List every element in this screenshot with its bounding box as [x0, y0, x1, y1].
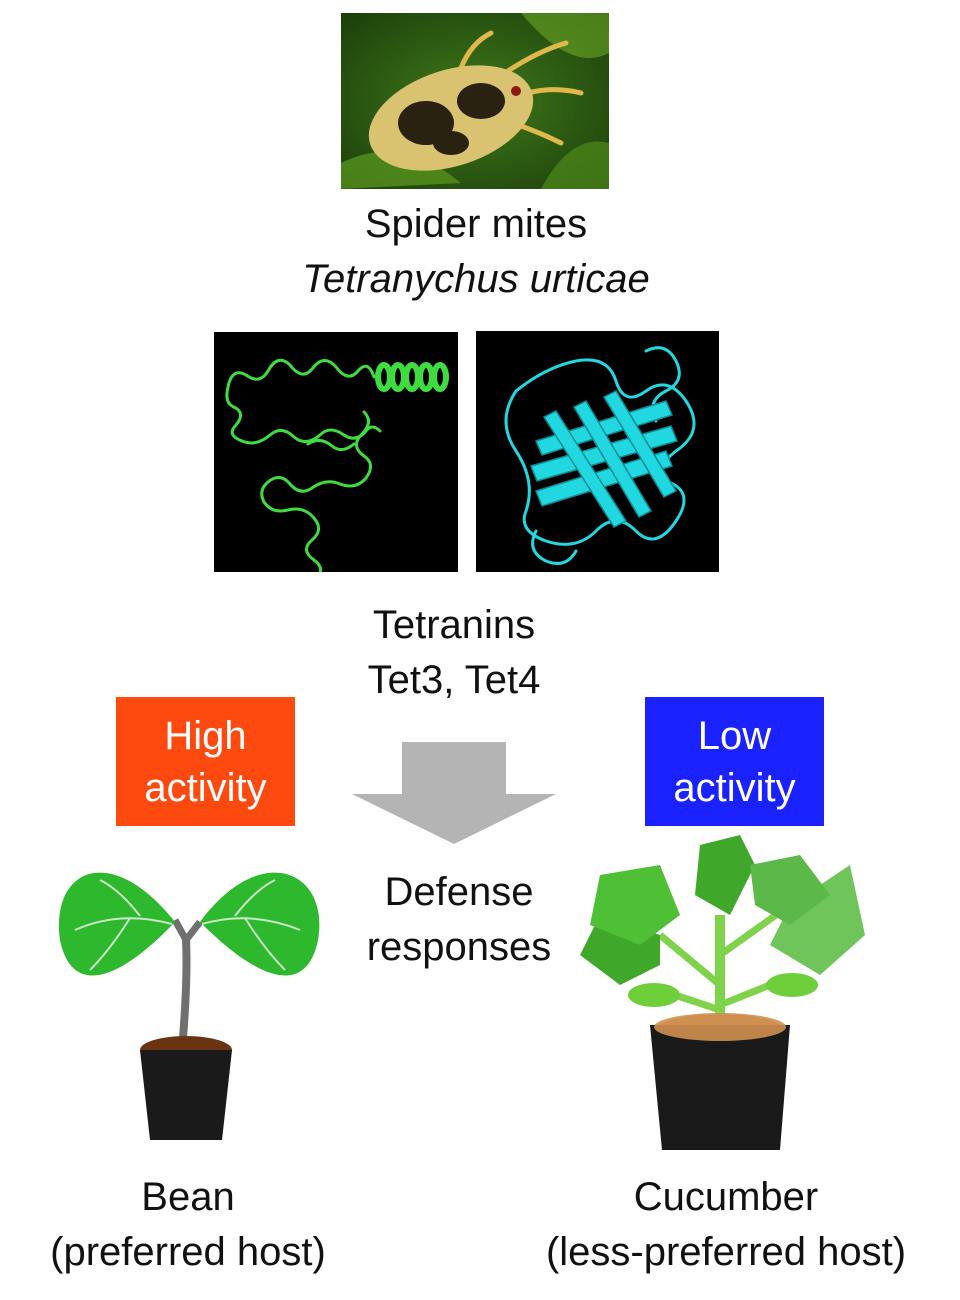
bean-host-label: (preferred host): [50, 1230, 326, 1274]
tet3-protein-structure: [214, 332, 458, 572]
mite-common-name: Spider mites: [364, 202, 588, 246]
responses-label: responses: [366, 925, 552, 969]
defense-label: Defense: [384, 870, 534, 914]
tetranins-label: Tetranins: [372, 603, 536, 647]
high-activity-box: High activity: [116, 697, 295, 826]
mite-species-name: Tetranychus urticae: [302, 257, 650, 301]
tetranins-members-label: Tet3, Tet4: [367, 658, 541, 702]
down-arrow-icon: [352, 742, 556, 844]
low-activity-box: Low activity: [645, 697, 824, 826]
spider-mite-photo: [341, 13, 609, 189]
low-activity-line2: activity: [673, 765, 796, 810]
cucumber-plant-illustration: [580, 835, 865, 1150]
cucumber-label: Cucumber: [633, 1175, 819, 1219]
high-activity-line1: High: [164, 713, 247, 758]
tet4-protein-structure: [476, 331, 719, 572]
low-activity-line1: Low: [697, 713, 772, 758]
bean-plant-illustration: [58, 872, 320, 1140]
bean-label: Bean: [141, 1175, 235, 1219]
high-activity-line2: activity: [144, 765, 267, 810]
cucumber-host-label: (less-preferred host): [545, 1230, 907, 1274]
